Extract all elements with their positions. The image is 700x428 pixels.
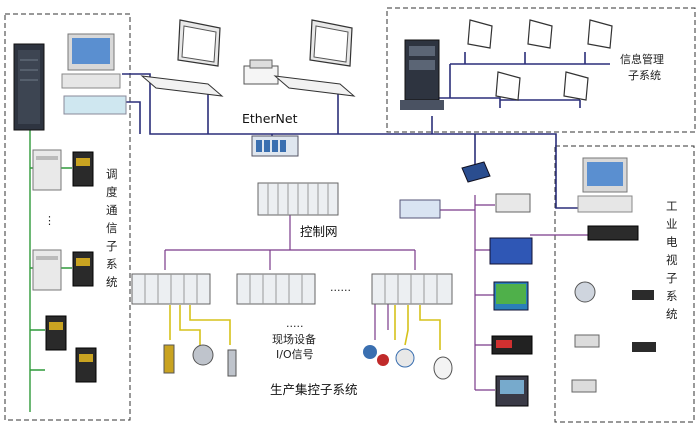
video-switch-icon bbox=[587, 225, 639, 241]
field-sensor-icon bbox=[163, 344, 237, 377]
ethernet-switch-icon bbox=[251, 135, 299, 157]
svg-text:统: 统 bbox=[666, 307, 678, 321]
plc-rack-icon bbox=[371, 273, 453, 305]
cctv-group-box bbox=[554, 145, 695, 423]
svg-text:工: 工 bbox=[666, 199, 678, 213]
svg-text:调: 调 bbox=[106, 167, 118, 181]
explosion-proof-phone-icon bbox=[45, 315, 67, 351]
io-wires bbox=[169, 305, 441, 350]
dispatch-workstation-icon bbox=[61, 33, 127, 115]
explosion-proof-phone-icon bbox=[72, 151, 94, 187]
junction-box-icon bbox=[32, 249, 62, 291]
control-panel-icon bbox=[399, 193, 533, 407]
ethernet-lines bbox=[122, 52, 610, 209]
plc-ellipsis: ······ bbox=[330, 284, 351, 297]
info-mgmt-label-2: 子系统 bbox=[628, 69, 661, 82]
svg-text:系: 系 bbox=[106, 257, 118, 271]
cctv-subsystem-label: 工 业 电 视 子 系 统 bbox=[666, 199, 678, 321]
svg-text:信: 信 bbox=[106, 221, 118, 235]
production-subsystem-label: 生产集控子系统 bbox=[270, 382, 358, 397]
monitor-icon bbox=[273, 19, 356, 97]
dispatch-group-box bbox=[4, 13, 131, 421]
explosion-proof-phone-icon bbox=[75, 347, 97, 383]
info-mgmt-label-1: 信息管理 bbox=[620, 52, 664, 66]
monitor-icon bbox=[140, 19, 224, 97]
ethernet-switch-icon bbox=[461, 161, 491, 183]
svg-text:子: 子 bbox=[666, 271, 678, 285]
svg-text:度: 度 bbox=[106, 185, 118, 199]
tower-server-icon bbox=[13, 43, 45, 131]
cctv-workstation-icon bbox=[577, 157, 633, 213]
plc-rack-icon bbox=[257, 182, 339, 216]
plc-rack-icon bbox=[236, 273, 316, 305]
ethernet-label: EtherNet bbox=[242, 111, 298, 126]
printer-icon bbox=[243, 59, 279, 85]
cctv-camera-icon bbox=[571, 281, 656, 393]
field-devices-label-2: I/O信号 bbox=[276, 348, 314, 361]
junction-box-icon bbox=[32, 149, 62, 191]
control-net-lines bbox=[164, 195, 590, 391]
svg-text:统: 统 bbox=[106, 275, 118, 289]
svg-text:视: 视 bbox=[666, 253, 678, 267]
tower-server-icon bbox=[400, 39, 444, 110]
info-mgmt-group-box bbox=[386, 7, 696, 133]
dispatch-subsystem-label: 调 度 通 信 子 系 统 bbox=[106, 167, 118, 289]
monitor-icon bbox=[467, 19, 613, 101]
explosion-proof-phone-icon bbox=[72, 251, 94, 287]
svg-text:通: 通 bbox=[106, 203, 118, 217]
plc-rack-icon bbox=[131, 273, 211, 305]
svg-text:子: 子 bbox=[106, 239, 118, 253]
field-devices-label-1: 现场设备 bbox=[272, 332, 316, 346]
control-net-label: 控制网 bbox=[300, 224, 338, 239]
field-dots: ····· bbox=[286, 320, 303, 333]
svg-text:系: 系 bbox=[666, 289, 678, 303]
field-sensor-icon bbox=[363, 345, 453, 380]
svg-text:电: 电 bbox=[666, 235, 678, 249]
svg-text:业: 业 bbox=[666, 217, 678, 231]
dispatch-ellipsis: ⋮ bbox=[44, 214, 55, 227]
